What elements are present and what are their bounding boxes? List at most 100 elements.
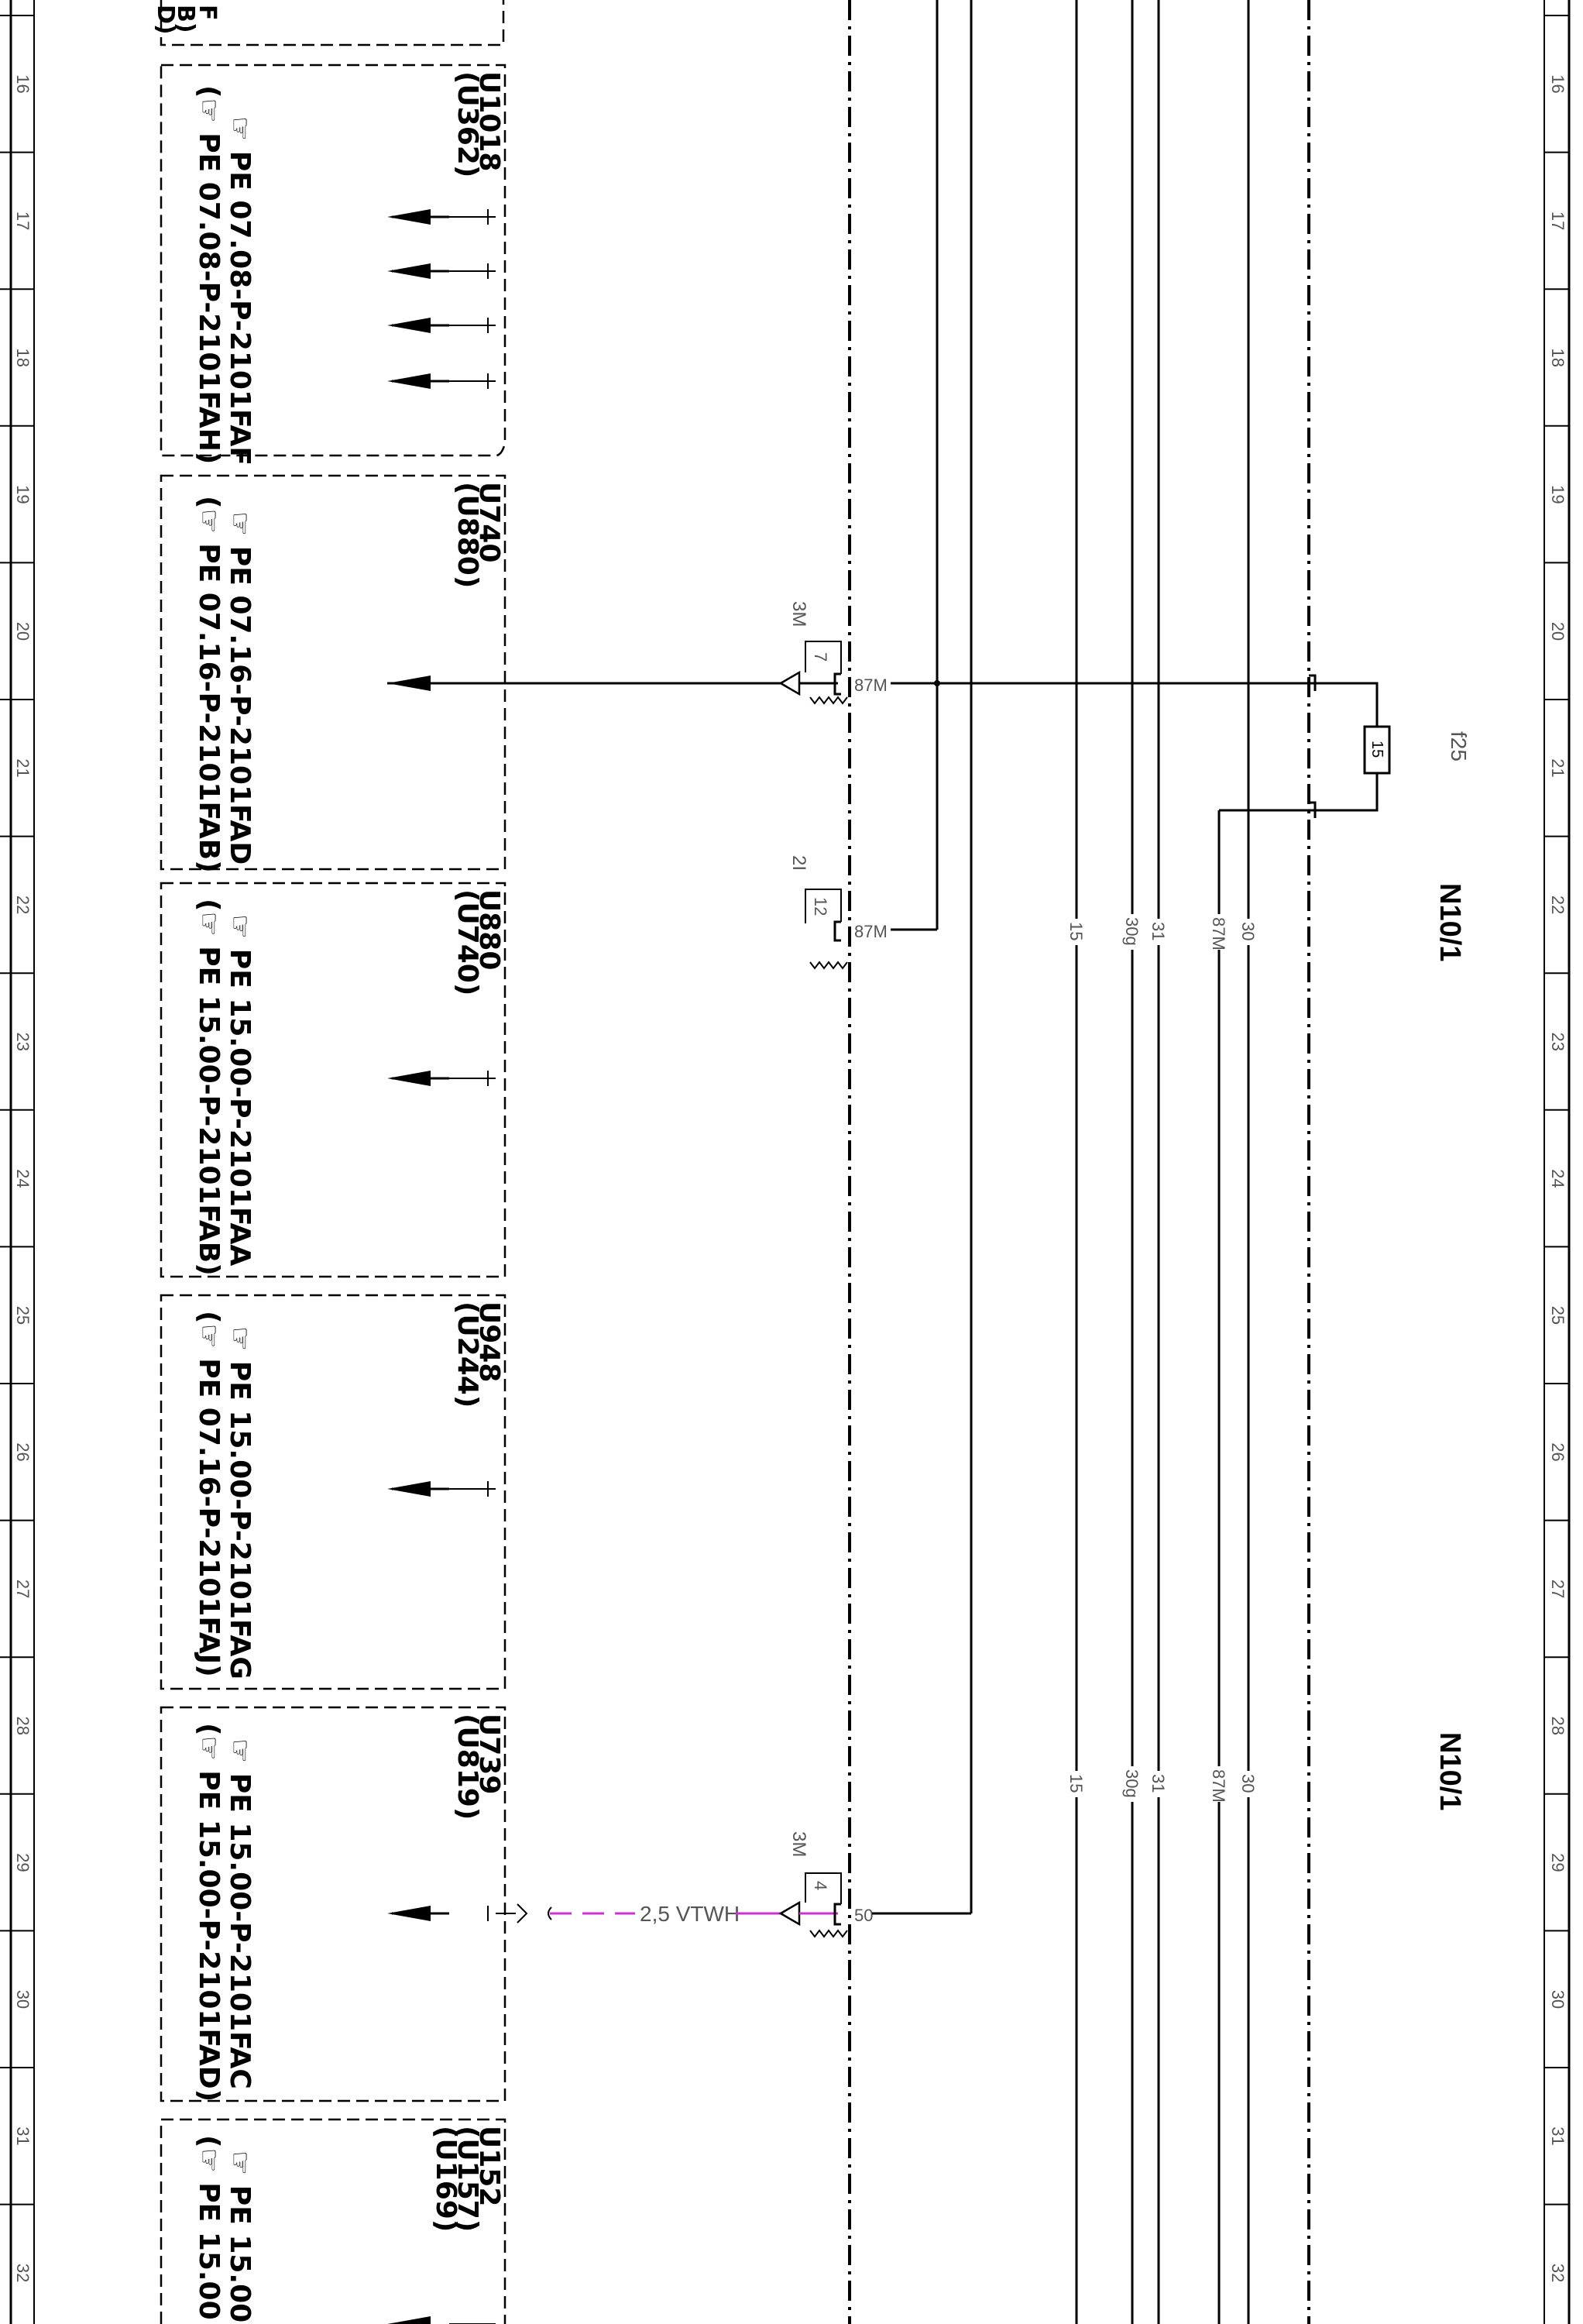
box-reference[interactable]: ☞ PE 15.00-P-2101FAA [224, 914, 256, 1266]
grid-row-number-right: 26 [1548, 1442, 1568, 1461]
grid-row-number-right: 29 [1548, 1853, 1568, 1872]
signal-name: 50 [854, 1906, 873, 1925]
fuse-name: f25 [1447, 731, 1471, 761]
module-box-u880: U880 (U740) ☞ PE 15.00-P-2101FAA (☞ PE 1… [160, 882, 506, 1278]
box-reference[interactable]: (☞ PE 15.00-P-2101FAB) [193, 899, 225, 1276]
grid-row-number-left: 18 [13, 349, 33, 367]
grid-row-number-left: 31 [13, 2126, 33, 2145]
grid-row-number-right: 25 [1548, 1306, 1568, 1325]
grid-row-number-right: 30 [1548, 1990, 1568, 2009]
grid-row-number-left: 28 [13, 1717, 33, 1735]
grid-row-number-left: 27 [13, 1580, 33, 1598]
bus-label: 15 [1066, 1774, 1086, 1793]
grid-row-number-right: 24 [1548, 1169, 1568, 1188]
grid-row-number-right: 32 [1548, 2264, 1568, 2282]
module-box-u740: U740 (U880) ☞ PE 07.16-P-2101FAD (☞ PE 0… [160, 474, 506, 873]
header-fragment-line: B) [172, 5, 199, 33]
box-reference[interactable]: (☞ PE 07.16-P-2101FAB) [193, 496, 225, 873]
box-code: (U740) [452, 889, 483, 995]
bus-label: 87M [1209, 917, 1228, 951]
right-frame [1544, 0, 1571, 2324]
grid-row-number-left: 23 [13, 1033, 33, 1051]
module-label: N10/1 [1434, 1732, 1466, 1810]
module-box-u739: U739 (U819) ☞ PE 15.00-P-2101FAC (☞ PE 1… [160, 1706, 506, 2102]
grid-row-number-right: 27 [1548, 1580, 1568, 1598]
grid-row-number-right: 17 [1548, 211, 1568, 230]
box-reference[interactable]: (☞ PE 15.00-P-2101FAD) [193, 1723, 225, 2102]
module-label: N10/1 [1434, 883, 1466, 961]
bus-labels-upper: 15 30g 31 87M 30 [1066, 914, 1259, 951]
left-frame [9, 0, 35, 2324]
grid-row-number-left: 21 [13, 758, 33, 777]
signal-arrow [387, 2316, 496, 2324]
grid-row-number-left: 19 [13, 485, 33, 504]
box-code: U948 [473, 1301, 505, 1382]
grid-row-number-right: 18 [1548, 349, 1568, 367]
grid-row-number-left: 24 [13, 1169, 33, 1188]
module-box-u152: U152 (U157) (U169) ☞ PE 15.00 (☞ PE 15.0… [160, 2118, 506, 2324]
box-code: U1018 [473, 71, 505, 171]
header-fragment: F B) D) [152, 0, 505, 46]
pin-number: 12 [811, 897, 830, 916]
box-reference[interactable]: (☞ PE 15.00 [193, 2135, 225, 2320]
bus-label: 31 [1149, 922, 1168, 940]
bus-label: 31 [1149, 1774, 1168, 1793]
signal-arrow [387, 1481, 496, 1497]
box-code: (U362) [452, 71, 483, 177]
box-code: (U244) [452, 1301, 483, 1408]
fuse-f25[interactable]: 15 f25 [1219, 674, 1471, 818]
signal-arrow [387, 318, 496, 333]
grid-row-number-right: 19 [1548, 485, 1568, 504]
grid-row-number-right: 16 [1548, 74, 1568, 93]
box-reference[interactable]: ☞ PE 15.00 [224, 2150, 256, 2322]
box-code: U880 [473, 889, 505, 970]
box-code: (U880) [452, 482, 483, 588]
connector-pin-12[interactable]: 2I 12 87M [788, 855, 937, 970]
grid-row-number-left: 30 [13, 1990, 33, 2009]
signal-arrow [387, 1071, 496, 1086]
box-reference[interactable]: (☞ PE 07.16-P-2101FAJ) [193, 1311, 225, 1677]
box-code: (U819) [452, 1714, 483, 1820]
grid-row-number-left: 25 [13, 1306, 33, 1325]
signal-arrow [387, 209, 496, 225]
signal-arrow [387, 263, 496, 279]
box-code: U739 [473, 1714, 505, 1794]
grid-row-number-left: 26 [13, 1442, 33, 1461]
bus-label: 87M [1209, 1769, 1228, 1803]
bus-labels-lower: 15 30g 31 87M 30 [1066, 1766, 1259, 1803]
bus-label: 15 [1066, 922, 1086, 940]
signal-name: 87M [854, 676, 888, 695]
bus-label: 30 [1238, 922, 1258, 940]
connector-name: 3M [788, 1831, 809, 1857]
box-reference[interactable]: ☞ PE 07.16-P-2101FAD [224, 511, 256, 865]
connector-pin-7[interactable]: 3M 7 87M [387, 601, 1309, 705]
grid-row-number-right: 22 [1548, 896, 1568, 914]
fuse-rating: 15 [1368, 741, 1386, 758]
grid-row-number-left: 29 [13, 1853, 33, 1872]
grid-row-number-left: 22 [13, 896, 33, 914]
bus-label: 30g [1122, 1769, 1142, 1798]
module-box-u948: U948 (U244) ☞ PE 15.00-P-2101FAG (☞ PE 0… [160, 1294, 506, 1690]
box-code: U152 [473, 2126, 505, 2206]
header-fragment-line: D) [152, 5, 179, 35]
box-reference[interactable]: ☞ PE 15.00-P-2101FAG [224, 1326, 256, 1679]
box-code: (U157) [452, 2126, 483, 2232]
grid-row-number-right: 21 [1548, 758, 1568, 777]
box-code: U740 [473, 482, 505, 562]
module-box-u1018: U1018 (U362) ☞ PE 07.08-P-2101FAF (☞ PE … [160, 64, 506, 466]
grid-row-number-left: 32 [13, 2264, 33, 2282]
box-reference[interactable]: ☞ PE 15.00-P-2101FAC [224, 1738, 256, 2089]
bus-label: 30 [1238, 1774, 1258, 1793]
pin-number: 4 [811, 1881, 830, 1890]
grid-row-number-left: 17 [13, 211, 33, 230]
header-fragment-line: F [194, 5, 221, 21]
connector-pin-4[interactable]: 2,5 VTWH 3M 4 50 [496, 1831, 971, 1938]
bus-label: 30g [1122, 917, 1142, 946]
connector-name: 2I [788, 855, 809, 871]
box-reference[interactable]: (☞ PE 07.08-P-2101FAH) [193, 85, 225, 464]
box-reference[interactable]: ☞ PE 07.08-P-2101FAF [224, 116, 256, 466]
grid-row-number-right: 31 [1548, 2126, 1568, 2145]
pin-number: 7 [811, 652, 830, 662]
